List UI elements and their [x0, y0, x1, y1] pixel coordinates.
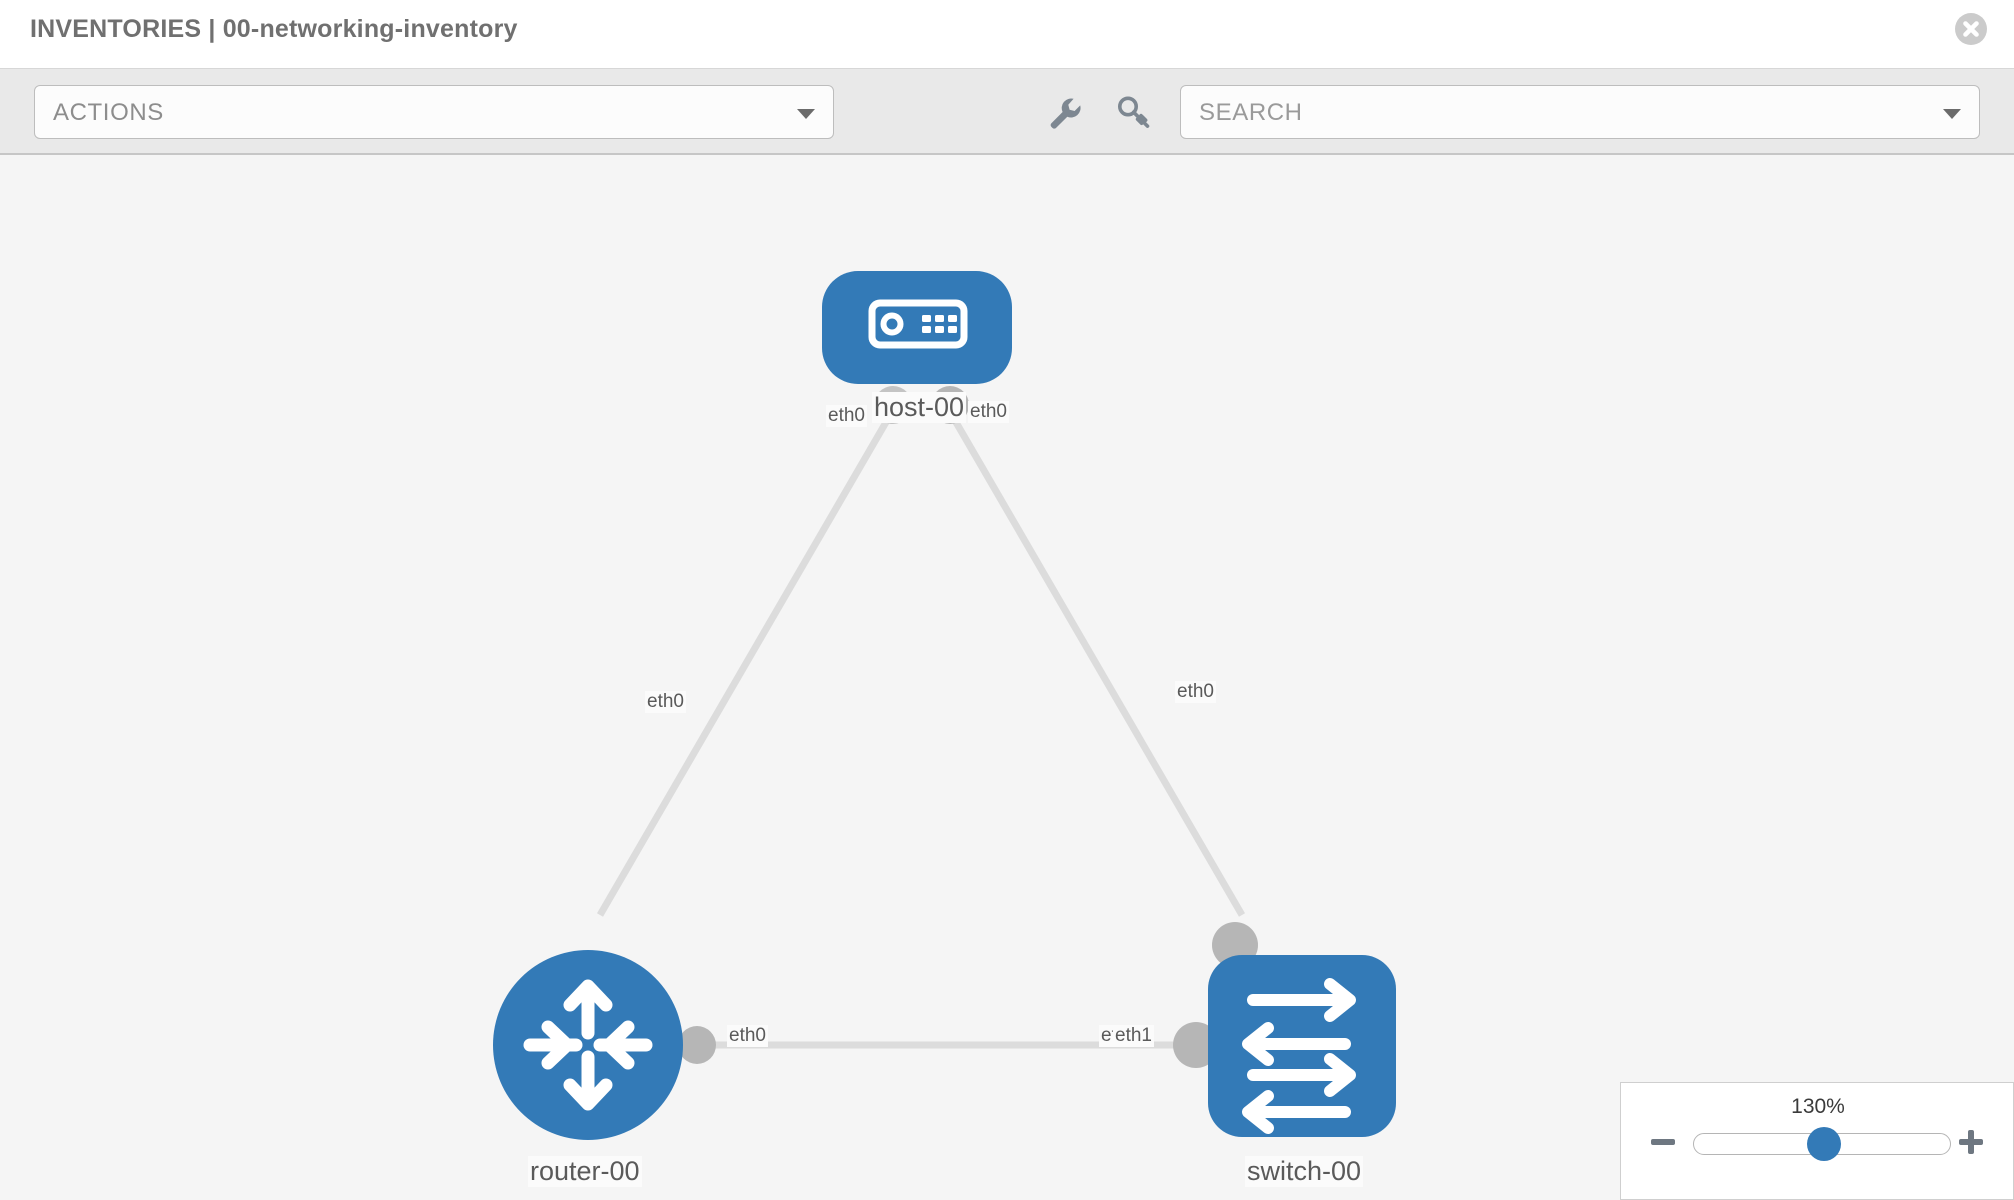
toolbar: ACTIONS SEARCH [0, 69, 2014, 155]
connector-router-right [678, 1026, 716, 1064]
topology-links [596, 403, 1246, 1049]
search-input[interactable]: SEARCH [1180, 85, 1980, 139]
page-title: INVENTORIES | 00-networking-inventory [30, 15, 518, 43]
chevron-down-icon [797, 109, 815, 119]
zoom-percent-label: 130% [1791, 1095, 1845, 1118]
node-router-00-shape[interactable] [493, 950, 683, 1140]
wrench-icon[interactable] [1043, 91, 1085, 133]
iface-label-host-left: eth0 [826, 405, 867, 427]
link-host-router[interactable] [596, 403, 900, 917]
key-icon[interactable] [1113, 91, 1155, 133]
plus-icon[interactable] [1956, 1127, 1986, 1157]
router-arrows-icon [523, 979, 653, 1111]
iface-label-host-right: eth0 [968, 401, 1009, 423]
node-label-router-00: router-00 [528, 1156, 642, 1187]
actions-dropdown[interactable]: ACTIONS [34, 85, 834, 139]
actions-dropdown-label: ACTIONS [53, 99, 164, 126]
connector-switch-left [1173, 1022, 1219, 1068]
iface-label-switch-left: eth1 [1113, 1025, 1154, 1047]
zoom-control[interactable]: 130% [1620, 1082, 2014, 1200]
link-host-switch[interactable] [942, 403, 1246, 917]
server-icon [868, 299, 968, 349]
iface-label-router-up: eth0 [645, 691, 686, 713]
chevron-down-icon[interactable] [1943, 109, 1961, 119]
node-label-host-00: host-00 [872, 392, 967, 423]
node-switch-00[interactable] [1208, 955, 1396, 1137]
node-label-switch-00: switch-00 [1245, 1156, 1364, 1187]
close-icon[interactable] [1954, 12, 1988, 46]
minus-icon[interactable] [1648, 1127, 1678, 1157]
node-host-00-shape[interactable] [822, 271, 1012, 384]
node-router-00[interactable] [493, 950, 683, 1140]
iface-label-router-right: eth0 [727, 1025, 768, 1047]
iface-label-switch-up: eth0 [1175, 681, 1216, 703]
switch-arrows-icon [1242, 978, 1356, 1134]
page-header: INVENTORIES | 00-networking-inventory [0, 0, 2014, 69]
topology-canvas[interactable]: host-00 router-00 switch-00 eth0 eth0 et… [0, 155, 2014, 1200]
zoom-slider-thumb[interactable] [1807, 1127, 1841, 1161]
topology-connectors [678, 386, 1258, 1068]
node-host-00[interactable] [822, 271, 1012, 384]
search-placeholder: SEARCH [1199, 99, 1303, 126]
topology-graph [493, 271, 1396, 1140]
